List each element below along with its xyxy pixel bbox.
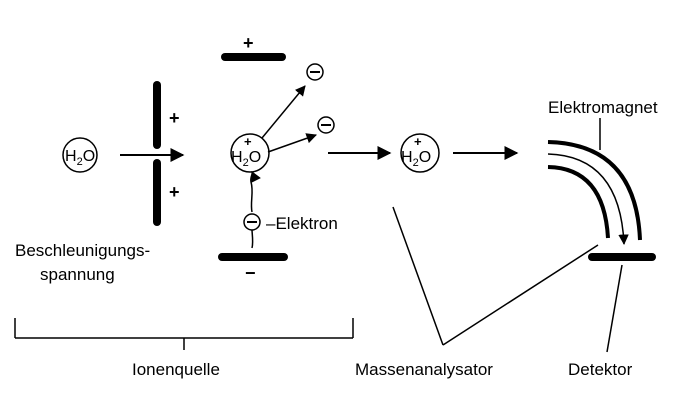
ionenquelle-bracket	[14, 318, 354, 350]
water-molecule-ionized: + H2O	[230, 133, 270, 173]
pointer-detektor	[606, 264, 623, 353]
svg-text:H2O: H2O	[401, 149, 431, 169]
arrow-ejected-electron-2	[267, 133, 317, 153]
label-beschleunigung-1: Beschleunigungs-	[15, 241, 150, 260]
label-beschleunigung-2: spannung	[40, 265, 115, 284]
top-plate-positive: +	[221, 33, 286, 61]
electron-path	[251, 172, 253, 249]
svg-text:+: +	[244, 134, 252, 149]
label-elektron: –Elektron	[266, 214, 338, 233]
electromagnet	[547, 140, 642, 246]
water-molecule-neutral: H2O	[62, 137, 98, 173]
label-ionenquelle: Ionenquelle	[132, 360, 220, 379]
svg-text:+: +	[243, 33, 254, 53]
label-massenanalysator: Massenanalysator	[355, 360, 493, 379]
acceleration-plates: + +	[153, 81, 180, 226]
plate-plus-bottom: +	[169, 182, 180, 202]
pointer-analyser-left	[392, 206, 444, 346]
svg-text:H2O: H2O	[65, 148, 95, 168]
label-detektor: Detektor	[568, 360, 633, 379]
electron	[243, 213, 261, 231]
ejected-electron-2	[317, 116, 335, 134]
water-ion-accelerated: + H2O	[400, 133, 440, 173]
arrow-ejected-electron-1	[261, 85, 306, 139]
svg-text:+: +	[414, 134, 422, 149]
bottom-plate-negative: −	[218, 253, 288, 283]
plate-plus-top: +	[169, 108, 180, 128]
ejected-electron-1	[306, 63, 324, 81]
pointer-analyser-right	[442, 244, 599, 346]
svg-text:−: −	[245, 263, 256, 283]
label-elektromagnet: Elektromagnet	[548, 98, 658, 117]
